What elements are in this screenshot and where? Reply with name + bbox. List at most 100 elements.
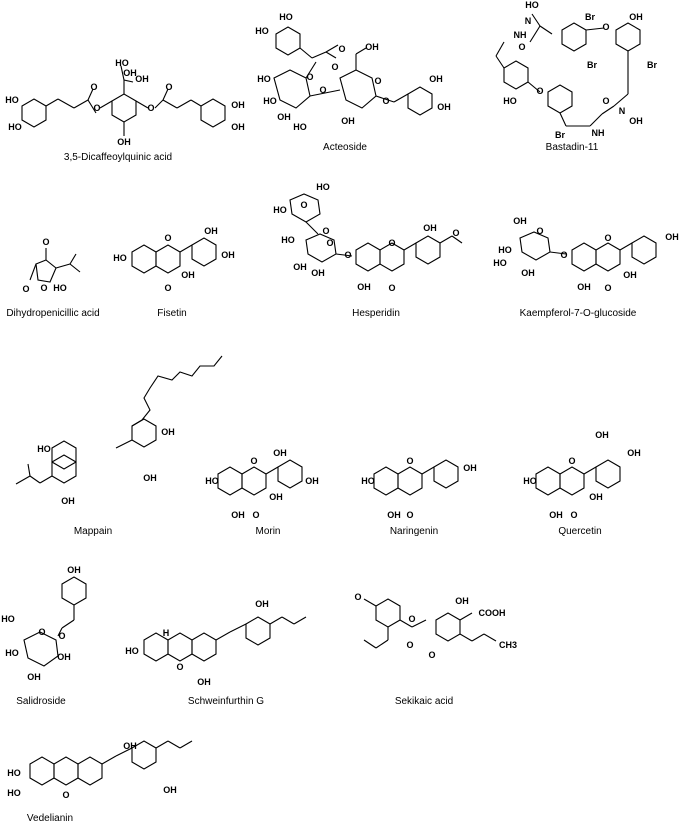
atom-label: HO: [205, 476, 219, 486]
compound-name: Dihydropenicillic acid: [6, 308, 100, 319]
compound-name: Schweinfurthin G: [187, 696, 265, 707]
atom-label: OH: [269, 492, 283, 502]
atom-label: OH: [197, 677, 211, 687]
atom-label: O: [93, 103, 101, 113]
atom-label: O: [22, 284, 30, 294]
atom-label: O: [428, 650, 436, 660]
compound-name: Hesperidin: [352, 308, 400, 319]
atom-label: OH: [61, 496, 75, 506]
atom-label: O: [452, 228, 460, 238]
compound-name: Bastadin-11: [545, 142, 599, 153]
atom-label: HO: [53, 283, 67, 293]
atom-label: OH: [437, 102, 451, 112]
atom-label: HO: [7, 768, 21, 778]
atom-label: OH: [117, 137, 131, 147]
atom-label: O: [165, 82, 173, 92]
atom-label: O: [90, 82, 98, 92]
atom-label: HO: [361, 476, 375, 486]
atom-label: OH: [135, 74, 149, 84]
atom-label: OH: [341, 116, 355, 126]
atom-label: HO: [293, 122, 307, 132]
atom-label: OH: [357, 282, 371, 292]
atom-label: O: [354, 592, 362, 602]
atom-label: OH: [277, 112, 291, 122]
atom-label: OH: [123, 741, 137, 751]
atom-label: HO: [8, 122, 22, 132]
atom-label: HO: [115, 58, 129, 68]
atom-label: O: [406, 510, 414, 520]
atom-label: OH: [589, 492, 603, 502]
atom-label: OH: [57, 652, 71, 662]
atom-label: OH: [595, 430, 609, 440]
atom-label: HO: [5, 95, 19, 105]
atom-label: O: [518, 42, 526, 52]
atom-label: OH: [311, 268, 325, 278]
atom-label: O: [322, 226, 330, 236]
atom-label: O: [40, 283, 48, 293]
atom-label: HO: [503, 96, 517, 106]
atom-label: O: [570, 510, 578, 520]
atom-label: Br: [646, 60, 658, 70]
atom-label: O: [388, 238, 396, 248]
atom-label: OH: [161, 427, 175, 437]
atom-label: HO: [498, 245, 512, 255]
compound-name: 3,5-Dicaffeoylquinic acid: [63, 152, 173, 163]
atom-label: HO: [493, 258, 507, 268]
atom-label: HO: [316, 182, 330, 192]
atom-label: N: [618, 106, 626, 116]
atom-label: OH: [387, 510, 401, 520]
atom-label: H: [162, 628, 170, 638]
atom-label: HO: [523, 476, 537, 486]
atom-label: OH: [463, 463, 477, 473]
atom-label: OH: [67, 565, 81, 575]
atom-label: OH: [123, 68, 137, 78]
atom-label: OH: [665, 232, 679, 242]
atom-label: OH: [27, 672, 41, 682]
compound-name: Quercetin: [558, 526, 602, 537]
compound-name: Morin: [255, 526, 281, 537]
atom-label: HO: [125, 646, 139, 656]
atom-label: OH: [429, 74, 443, 84]
atom-label: O: [58, 631, 66, 641]
atom-label: O: [42, 237, 50, 247]
atom-label: OH: [231, 100, 245, 110]
atom-label: OH: [163, 785, 177, 795]
atom-label: O: [406, 640, 414, 650]
atom-label: O: [388, 283, 396, 293]
atom-label: HO: [113, 253, 127, 263]
atom-label: O: [300, 200, 308, 210]
atom-label: OH: [255, 599, 269, 609]
atom-label: OH: [143, 473, 157, 483]
atom-label: O: [536, 226, 544, 236]
atom-label: O: [164, 233, 172, 243]
atom-label: O: [326, 238, 334, 248]
atom-label: OH: [629, 116, 643, 126]
atom-label: OH: [231, 510, 245, 520]
atom-label: OH: [549, 510, 563, 520]
atom-label: O: [331, 62, 339, 72]
atom-label: O: [250, 456, 258, 466]
compound-name: Fisetin: [157, 308, 187, 319]
atom-label: O: [176, 662, 184, 672]
compound-name: Naringenin: [389, 526, 439, 537]
atom-label: OH: [623, 270, 637, 280]
atom-label: O: [344, 250, 352, 260]
atom-label: O: [602, 96, 610, 106]
atom-label: O: [319, 85, 327, 95]
atom-label: O: [382, 96, 390, 106]
atom-label: OH: [181, 270, 195, 280]
atom-label: O: [62, 790, 70, 800]
atom-label: O: [568, 456, 576, 466]
compound-name: Acteoside: [323, 142, 367, 153]
atom-label: O: [602, 22, 610, 32]
atom-label: HO: [263, 96, 277, 106]
atom-label: HO: [5, 648, 19, 658]
